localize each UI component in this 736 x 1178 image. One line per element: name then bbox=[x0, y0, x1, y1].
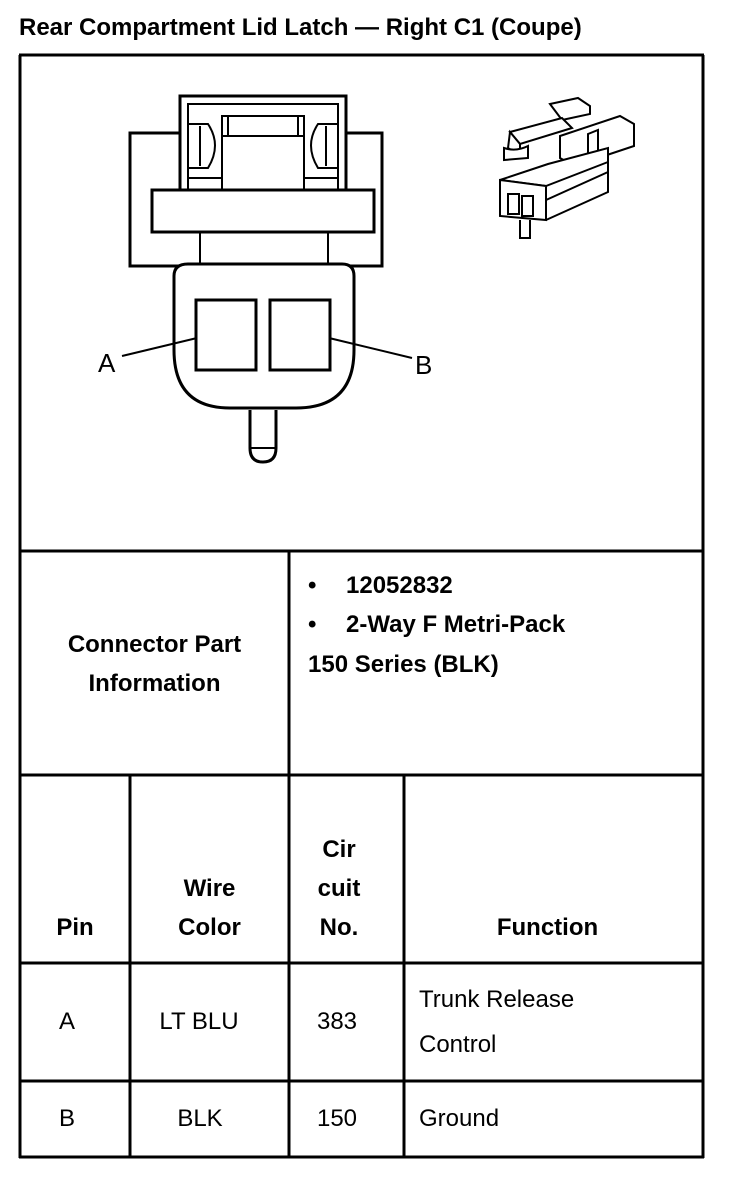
row-a-function-line1: Trunk Release bbox=[419, 986, 575, 1013]
bullet-icon: • bbox=[308, 611, 317, 638]
row-b-wire-color: BLK bbox=[177, 1105, 223, 1132]
latch-shoulder-left bbox=[188, 123, 216, 169]
latch-tower bbox=[178, 94, 348, 192]
bullet-icon: • bbox=[308, 572, 317, 599]
header-function: Function bbox=[496, 914, 599, 941]
row-b-function: Ground bbox=[419, 1105, 500, 1132]
header-circuit-line3: No. bbox=[319, 914, 359, 941]
leader-b bbox=[328, 337, 413, 359]
row-a-function-line2: Control bbox=[419, 1031, 497, 1058]
header-circuit-line1: Cir bbox=[322, 836, 356, 863]
header-wire-color-line1: Wire bbox=[183, 875, 236, 902]
header-circuit-line2: cuit bbox=[317, 875, 361, 902]
header-wire-color-line2: Color bbox=[178, 914, 241, 941]
terminal-label-b: B bbox=[415, 350, 433, 380]
row-b-circuit: 150 bbox=[316, 1105, 358, 1132]
bottom-key bbox=[248, 410, 278, 464]
terminal-label-a: A bbox=[98, 348, 116, 378]
row-a-wire-color: LT BLU bbox=[159, 1008, 239, 1035]
connector-type: 2-Way F Metri-Pack bbox=[346, 611, 566, 638]
row-b-pin: B bbox=[58, 1105, 75, 1132]
page-title: Rear Compartment Lid Latch — Right C1 (C… bbox=[19, 14, 582, 41]
connector-face-view bbox=[121, 94, 413, 464]
connector-iso-view bbox=[499, 96, 635, 239]
header-pin: Pin bbox=[56, 914, 94, 941]
cross-bar bbox=[150, 188, 376, 234]
row-a-circuit: 383 bbox=[316, 1008, 358, 1035]
part-number: 12052832 bbox=[346, 572, 453, 599]
leader-a bbox=[121, 337, 198, 357]
cavity-b bbox=[268, 298, 332, 372]
row-a-pin: A bbox=[58, 1008, 75, 1035]
part-info-label-line2: Information bbox=[88, 670, 221, 697]
connector-series: 150 Series (BLK) bbox=[308, 651, 499, 678]
part-info-label-line1: Connector Part bbox=[67, 631, 242, 658]
cavity-a bbox=[194, 298, 258, 372]
latch-bar bbox=[221, 115, 305, 137]
latch-shoulder-right bbox=[310, 123, 338, 169]
